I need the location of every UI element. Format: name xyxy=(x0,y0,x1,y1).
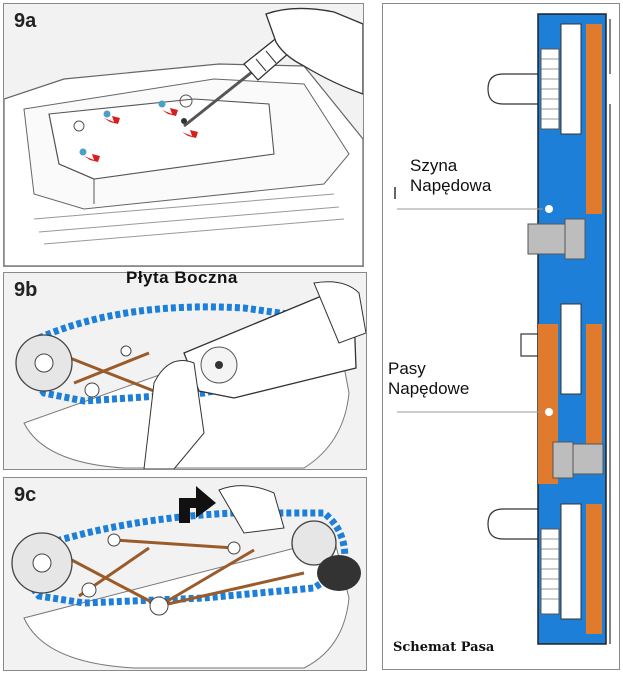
screw-icon xyxy=(103,110,111,118)
step-9c-illustration xyxy=(4,478,366,670)
hand-icon xyxy=(313,281,366,344)
step-9b-panel: 9b xyxy=(3,272,367,470)
drive-rail-label: Szyna Napędowa xyxy=(410,156,491,196)
drive-belts-label: Pasy Napędowe xyxy=(388,359,469,399)
schematic-caption: Schemat Pasa xyxy=(393,640,495,655)
side-plate-label: Płyta Boczna xyxy=(126,268,238,287)
pulley-icon xyxy=(291,520,337,566)
drive-rail-label-line2: Napędowa xyxy=(410,176,492,195)
step-9b-label: 9b xyxy=(14,279,38,301)
step-9c-label: 9c xyxy=(14,484,37,506)
drive-belts-label-line1: Pasy xyxy=(388,359,426,378)
arrow-icon xyxy=(84,154,100,162)
screw-icon xyxy=(79,148,87,156)
screw-icon xyxy=(181,118,187,124)
drive-belts xyxy=(538,24,602,634)
hand-icon xyxy=(218,485,285,534)
arrow-icon xyxy=(162,108,178,116)
drive-rail-label-line1: Szyna xyxy=(410,156,458,175)
belt-schematic-panel: Szyna Napędowa Pasy Napędowe Schemat Pas… xyxy=(382,3,620,670)
wheel-icon xyxy=(317,555,361,591)
hand-icon xyxy=(143,360,205,469)
arrow-icon xyxy=(182,130,198,138)
belt-schematic-diagram xyxy=(394,13,611,645)
drive-belts-label-line2: Napędowe xyxy=(388,379,470,398)
arrow-icon xyxy=(179,486,216,523)
step-9a-illustration xyxy=(4,4,363,266)
arrow-icon xyxy=(104,116,120,124)
hub-icon xyxy=(527,218,604,479)
step-9c-panel: 9c xyxy=(3,477,367,671)
step-9b-illustration xyxy=(4,273,366,469)
screw-icon xyxy=(158,100,166,108)
hand-icon xyxy=(265,7,363,95)
step-9a-label: 9a xyxy=(14,10,37,32)
step-9a-panel: 9a xyxy=(3,3,364,267)
